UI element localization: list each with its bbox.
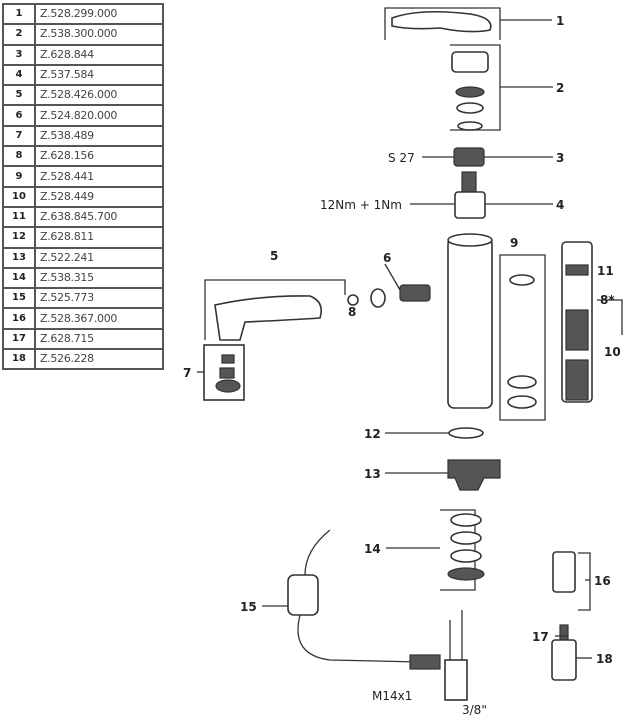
callout-14: 14 — [364, 542, 381, 556]
part-code: Z.528.441 — [34, 165, 164, 188]
part-number-index: 9 — [2, 165, 36, 188]
callout-6: 6 — [383, 251, 391, 265]
leader-lines — [197, 19, 592, 659]
part-4-cartridge — [454, 171, 486, 219]
callout-2: 2 — [556, 81, 564, 95]
part-number-index: 1 — [2, 2, 36, 26]
part-12-oring — [448, 427, 484, 439]
part-code: Z.538.300.000 — [34, 23, 164, 46]
callout-13: 13 — [364, 467, 381, 481]
callout-17: 17 — [532, 630, 549, 644]
part-number-index: 4 — [2, 63, 36, 87]
part-number-index: 10 — [2, 185, 36, 208]
part-9-seals — [499, 254, 546, 421]
callout-10: 10 — [604, 345, 621, 359]
part-number-index: 16 — [2, 307, 36, 330]
part-code: Z.538.489 — [34, 124, 164, 148]
part-16-17-18 — [551, 551, 591, 681]
connection-label: 3/8" — [462, 703, 487, 717]
part-7-aerator — [203, 344, 245, 401]
callout-5: 5 — [270, 249, 278, 263]
part-number-index: 12 — [2, 226, 36, 249]
part-code: Z.537.584 — [34, 63, 164, 87]
callout-11-note: 8* — [600, 293, 615, 307]
part-code: Z.522.241 — [34, 246, 164, 269]
part-3-nut — [453, 147, 485, 167]
callout-12: 12 — [364, 427, 381, 441]
callout-9: 9 — [510, 236, 518, 250]
torque-label: 12Nm + 1Nm — [320, 198, 402, 212]
part-number-index: 3 — [2, 43, 36, 66]
part-code: Z.628.811 — [34, 226, 164, 249]
part-code: Z.528.367.000 — [34, 307, 164, 330]
part-number-index: 7 — [2, 124, 36, 148]
callout-18: 18 — [596, 652, 613, 666]
callout-4: 4 — [556, 198, 564, 212]
part-15-hose — [287, 529, 468, 701]
part-code: Z.628.844 — [34, 43, 164, 66]
part-number-index: 11 — [2, 205, 36, 229]
part-code: Z.628.156 — [34, 145, 164, 168]
part-code: Z.525.773 — [34, 287, 164, 310]
part-number-index: 17 — [2, 327, 36, 351]
part-number-index: 5 — [2, 84, 36, 107]
callout-15: 15 — [240, 600, 257, 614]
part-1-lever — [384, 7, 501, 40]
part-code: Z.638.845.700 — [34, 205, 164, 229]
callout-3: 3 — [556, 151, 564, 165]
part-number-index: 8 — [2, 145, 36, 168]
callout-8: 8 — [348, 305, 356, 319]
part-14-mounting — [440, 509, 485, 591]
part-code: Z.526.228 — [34, 348, 164, 371]
thread-label: M14x1 — [372, 689, 412, 703]
part-5-spout — [204, 279, 359, 341]
part-code: Z.524.820.000 — [34, 104, 164, 127]
part-13-clamp — [447, 459, 501, 491]
part-number-index: 2 — [2, 23, 36, 46]
part-number-index: 15 — [2, 287, 36, 310]
part-6-body — [370, 233, 493, 409]
part-code: Z.538.315 — [34, 266, 164, 290]
part-number-index: 13 — [2, 246, 36, 269]
callout-16: 16 — [594, 574, 611, 588]
callout-1: 1 — [556, 14, 564, 28]
part-number-index: 18 — [2, 348, 36, 371]
part-number-index: 14 — [2, 266, 36, 290]
part-number-index: 6 — [2, 104, 36, 127]
wrench-size-label: S 27 — [388, 151, 415, 165]
part-code: Z.628.715 — [34, 327, 164, 351]
part-10-insert — [561, 241, 623, 403]
part-code: Z.528.299.000 — [34, 2, 164, 26]
part-2-cap-rings — [450, 44, 501, 131]
part-code: Z.528.426.000 — [34, 84, 164, 107]
part-code: Z.528.449 — [34, 185, 164, 208]
callout-11: 11 — [597, 264, 614, 278]
callout-7: 7 — [183, 366, 191, 380]
